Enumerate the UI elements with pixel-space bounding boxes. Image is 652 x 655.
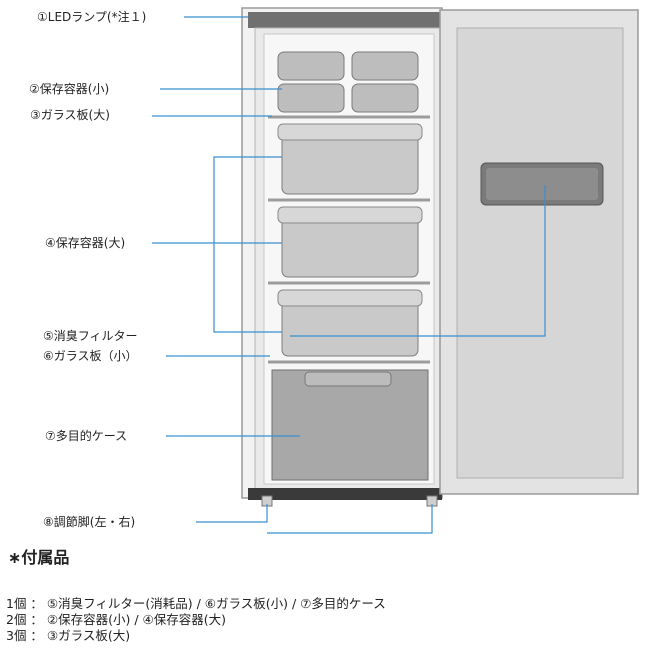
label-large-container: ④保存容器(大) [45,236,126,250]
glass-shelves [268,115,430,364]
accessory-line: 2個 ： ②保存容器(小) / ④保存容器(大) [6,612,226,627]
accessory-line: 3個 ： ③ガラス板(大) [6,628,131,643]
label-glass-shelf-small: ⑥ガラス板（小） [43,349,138,363]
label-multipurpose-case: ⑦多目的ケース [45,429,128,443]
label-small-container: ②保存容器(小) [29,82,110,96]
multipurpose-case [271,369,429,481]
leader-lines [152,16,546,534]
freezer-diagram [152,7,639,534]
label-deodorizing-filter: ⑤消臭フィルター [43,329,138,343]
small-container-group [277,51,419,113]
large-container-group [277,123,423,357]
label-led-lamp: ①LEDランプ(*注１) [37,10,147,24]
label-glass-shelf-large: ③ガラス板(大) [30,108,110,122]
freezer-door [439,9,639,495]
accessory-line: 1個 ： ⑤消臭フィルター(消耗品) / ⑥ガラス板(小) / ⑦多目的ケース [6,596,386,611]
label-adjustable-feet: ⑧調節脚(左・右) [43,515,136,529]
accessories-title: ∗付属品 [8,548,70,567]
